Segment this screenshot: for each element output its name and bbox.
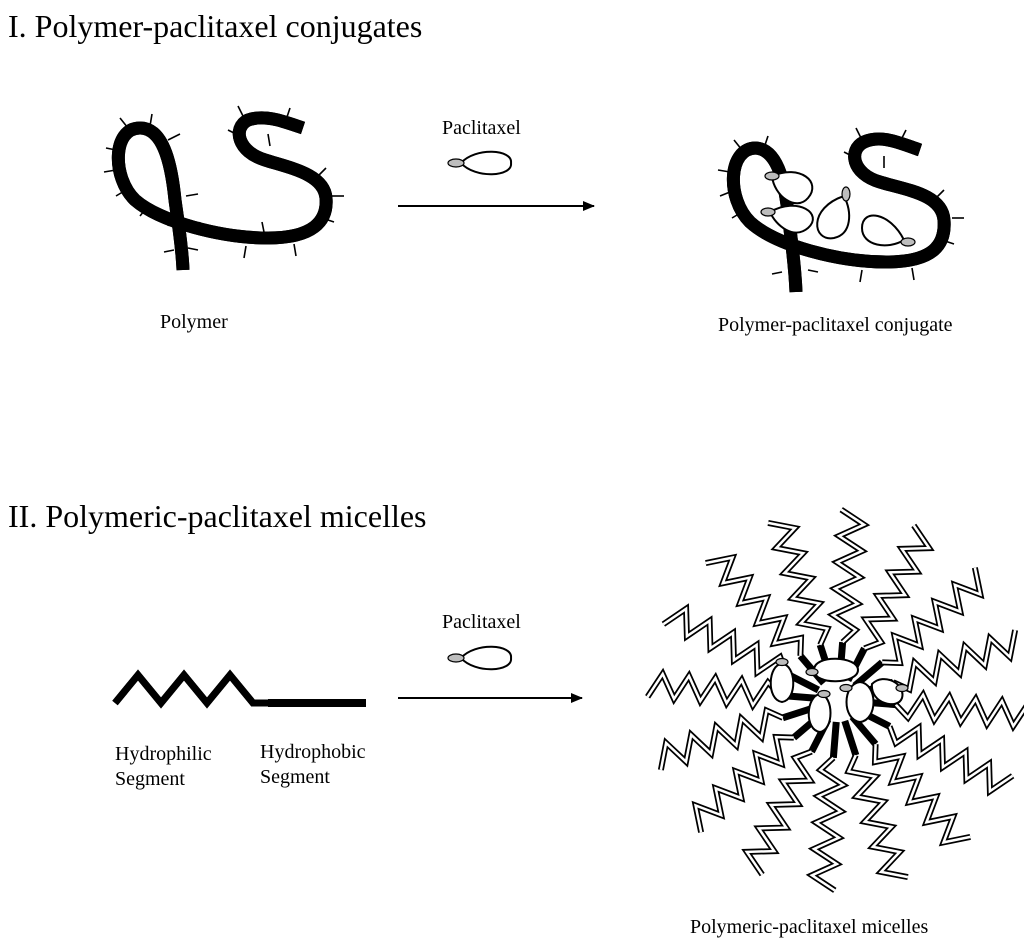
micelle-corona-segment-inner (705, 555, 803, 656)
micelle-core-segment (841, 719, 860, 757)
hydrophobic-label-line1: Hydrophobic (260, 741, 366, 763)
polymer-conjugate (717, 127, 964, 292)
micelle-corona-segment-inner (662, 606, 788, 675)
micelle-drug-tip (775, 657, 789, 667)
polymer-strand (103, 105, 344, 270)
micelle (645, 507, 1024, 893)
micelle-drug-tip (895, 683, 909, 693)
micelle-drug-tip (817, 689, 831, 699)
micelle-corona-segment-inner (846, 754, 909, 879)
micelle-corona-segment-inner (894, 692, 1024, 729)
block-copolymer (115, 669, 366, 709)
micelle-drug-tip (805, 667, 819, 677)
micelle-drug-molecule (769, 662, 795, 704)
paclitaxel-drug-icon (447, 150, 513, 176)
micelle-drug-tip (839, 683, 853, 693)
micelle-corona-segment-inner (888, 725, 1014, 794)
conjugate-label: Polymer-paclitaxel conjugate (718, 314, 953, 336)
section2-title: II. Polymeric-paclitaxel micelles (8, 498, 427, 534)
section1-reagent-label: Paclitaxel (442, 117, 521, 139)
micelle-corona-segment-inner (873, 744, 971, 845)
micelle-drug-molecule (807, 692, 832, 734)
micelle-corona-segment-inner (646, 671, 782, 708)
hydrophilic-label-line2: Segment (115, 768, 185, 790)
section2-reagent-label: Paclitaxel (442, 611, 521, 633)
micelle-core-segment (829, 721, 840, 759)
micelle-corona-segment-inner (659, 708, 784, 771)
micelle-corona-segment-inner (892, 629, 1017, 692)
micelle-corona-segment-inner (882, 567, 983, 665)
micelle-corona-segment-inner (744, 750, 813, 876)
micelle-corona-segment-inner (809, 756, 846, 892)
micelle-corona-segment-inner (863, 524, 932, 650)
paclitaxel-drug-icon-2 (447, 645, 513, 671)
micelle-drug-molecule (812, 657, 860, 683)
micelle-drug-molecule (870, 678, 904, 706)
micelle-corona-segment-inner (693, 735, 794, 833)
hydrophilic-label-line1: Hydrophilic (115, 743, 212, 765)
micelle-corona-segment-inner (767, 521, 830, 646)
micelle-corona-segment-inner (830, 508, 867, 644)
hydrophobic-label-line2: Segment (260, 766, 330, 788)
micelles-label: Polymeric-paclitaxel micelles (690, 916, 929, 938)
polymer-label: Polymer (160, 311, 228, 333)
section1-title: I. Polymer-paclitaxel conjugates (8, 8, 423, 44)
